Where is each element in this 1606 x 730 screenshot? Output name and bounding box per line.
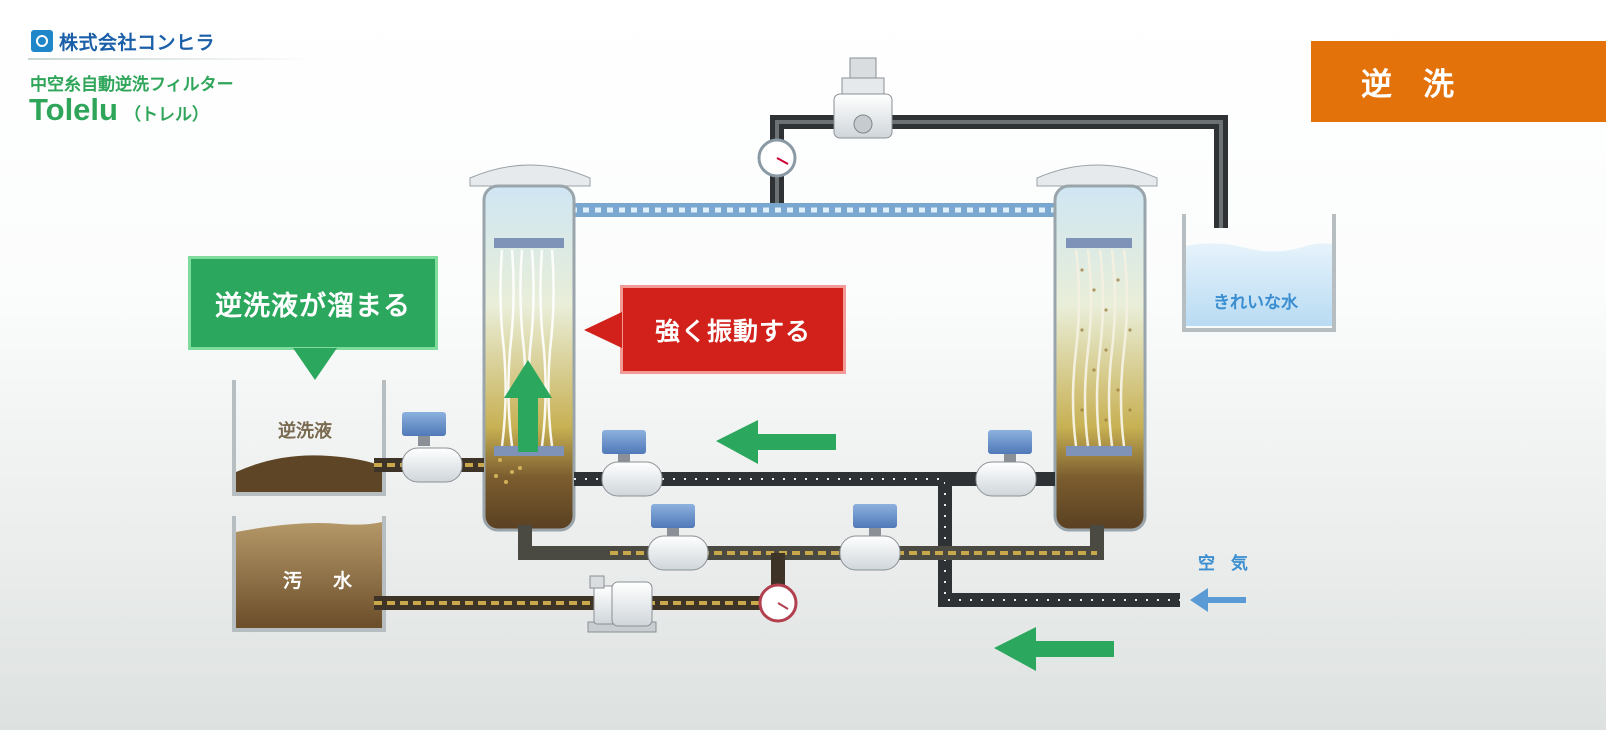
accumulate-callout: 逆洗液が溜まる	[188, 256, 438, 350]
flow-left-arrow-icon	[716, 420, 836, 464]
accumulate-callout-tail	[293, 348, 337, 380]
product-title: Tolelu （トレル）	[29, 92, 209, 128]
dirty-water-label: 汚 水	[283, 570, 359, 592]
clean-water-header-pipe	[518, 203, 1104, 260]
vibrate-callout: 強く振動する	[620, 285, 846, 374]
product-name-kana: （トレル）	[123, 105, 209, 124]
brand-header: 株式会社コンヒラ	[31, 27, 215, 55]
backwash-drain-valve-icon	[401, 412, 463, 483]
air-inlet-arrow-icon	[1190, 588, 1246, 612]
right-air-valve-icon	[975, 430, 1037, 497]
dirty-water-tank	[232, 516, 386, 632]
right-filter-column	[1036, 164, 1158, 532]
dirty-water-feed-pipe	[374, 553, 785, 610]
flow-left-bottom-arrow-icon	[994, 627, 1114, 671]
left-filter-column	[469, 164, 591, 532]
left-air-valve-icon	[601, 430, 663, 497]
air-label: 空 気	[1198, 554, 1253, 574]
right-bottom-valve-icon	[839, 504, 901, 571]
top-pressure-gauge-icon	[757, 138, 797, 178]
clean-water-tank	[1182, 214, 1336, 332]
konhira-logo-icon	[31, 30, 53, 52]
backwash-liquid-tank	[232, 380, 386, 496]
product-subtitle: 中空糸自動逆洗フィルター	[30, 75, 234, 95]
bottom-pressure-gauge-icon	[758, 583, 798, 623]
company-name: 株式会社コンヒラ	[59, 31, 216, 54]
header-divider	[28, 58, 318, 60]
left-bottom-valve-icon	[647, 504, 709, 571]
mode-badge: 逆 洗	[1311, 41, 1606, 122]
splash-particles	[494, 458, 522, 484]
upward-flow-arrow-icon	[504, 360, 552, 452]
bottom-drain-loop-pipe	[518, 525, 1104, 560]
clean-water-label: きれいな水	[1213, 293, 1298, 313]
product-name: Tolelu	[29, 92, 118, 127]
pressure-regulator-valve	[833, 57, 893, 139]
backwash-liquid-label: 逆洗液	[278, 421, 332, 442]
vibrate-callout-tail	[584, 312, 622, 348]
feed-pump-icon	[587, 575, 657, 633]
